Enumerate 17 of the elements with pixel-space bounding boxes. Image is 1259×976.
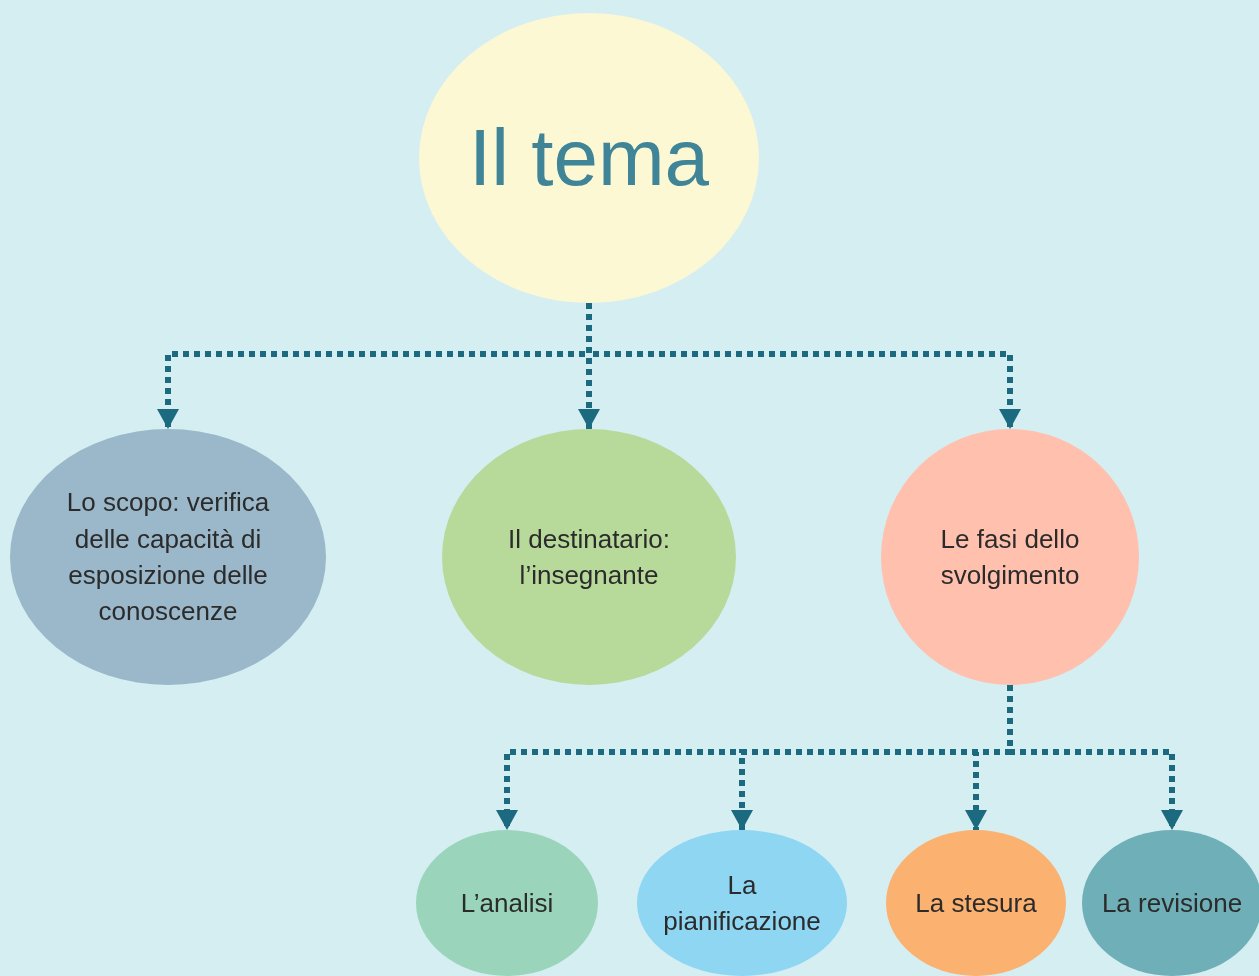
topic-ellipse	[419, 13, 759, 303]
topic-ellipse	[637, 830, 847, 976]
dotted-arrow	[586, 303, 1021, 429]
node-label: Il destinatario: l’insegnante	[507, 522, 671, 592]
node-label: L’analisi	[459, 886, 555, 920]
node-label: La revisione	[1100, 886, 1244, 920]
node-label: La pianificazione	[662, 868, 822, 938]
node-label: La stesura	[914, 886, 1038, 920]
node-label: Lo scopo: verifica delle capacità di esposizione delle conoscenze	[65, 486, 271, 629]
topic-ellipse	[442, 429, 736, 685]
topic-ellipse	[886, 830, 1066, 976]
node-label: Le fasi dello svolgimento	[939, 522, 1081, 592]
topic-ellipse	[416, 830, 598, 976]
dotted-arrow	[1007, 685, 1183, 830]
topic-ellipse	[881, 429, 1139, 685]
title-text: Il tema	[467, 112, 711, 204]
topic-ellipse	[10, 429, 326, 685]
